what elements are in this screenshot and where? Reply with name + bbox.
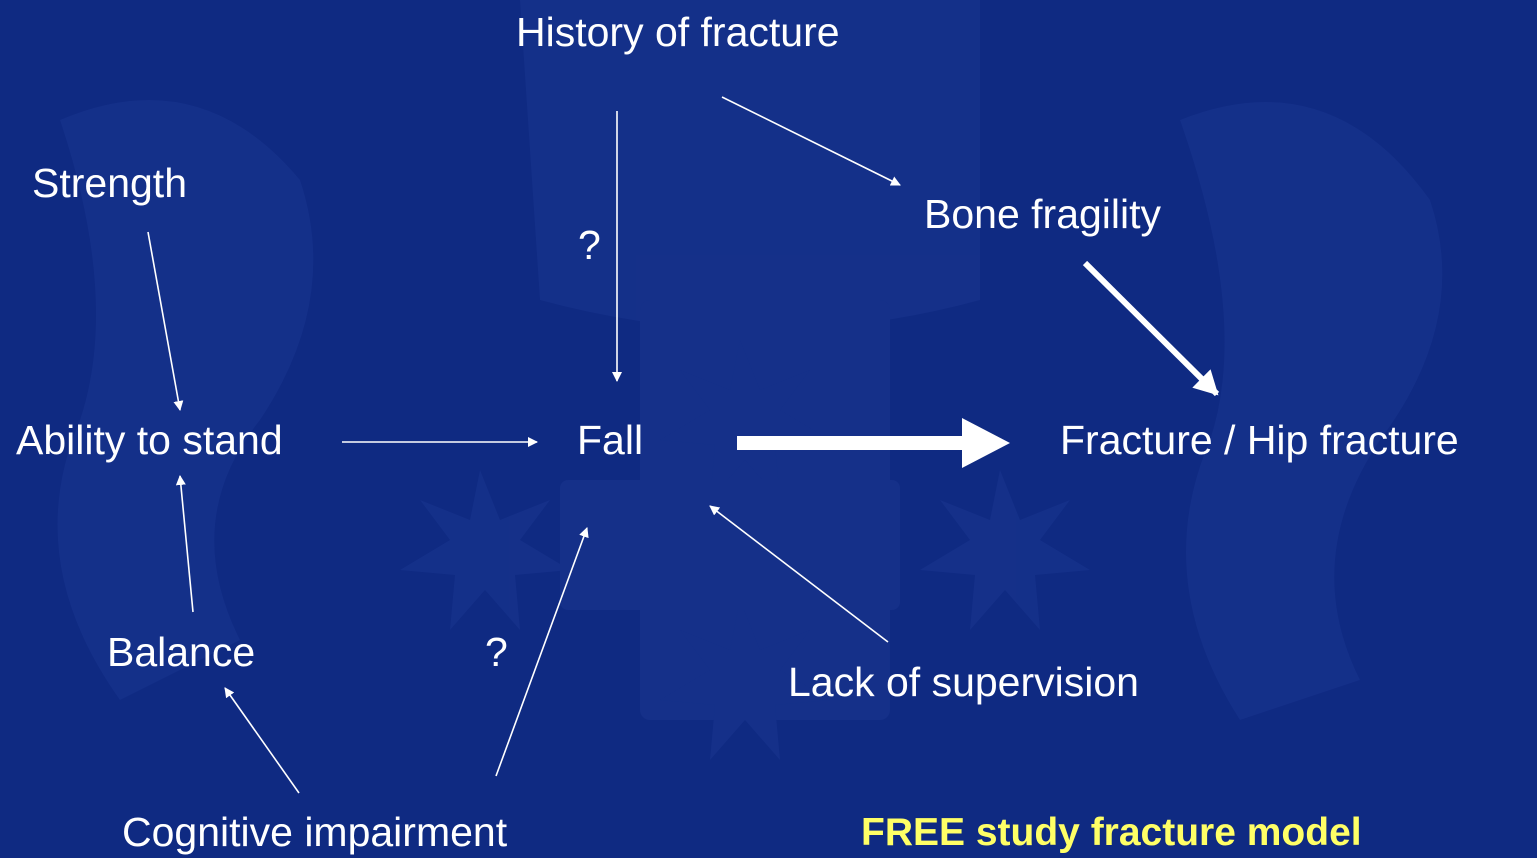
uncertain-mark-cognitive-fall: ? xyxy=(485,632,508,673)
node-bone-fragility: Bone fragility xyxy=(924,194,1161,235)
node-balance: Balance xyxy=(107,632,255,673)
arrow-balance-to-ability xyxy=(180,476,193,612)
node-fall: Fall xyxy=(577,420,643,461)
node-ability-to-stand: Ability to stand xyxy=(16,420,283,461)
node-lack-of-supervision: Lack of supervision xyxy=(788,662,1139,703)
arrow-strength-to-ability xyxy=(148,232,180,410)
arrow-bone-fragility-to-fracture xyxy=(1085,263,1217,394)
arrow-cognitive-to-balance xyxy=(225,688,299,793)
arrow-fall-to-fracture xyxy=(737,418,1010,468)
diagram-caption: FREE study fracture model xyxy=(861,813,1362,852)
node-cognitive-impairment: Cognitive impairment xyxy=(122,812,507,853)
node-strength: Strength xyxy=(32,163,187,204)
arrow-history-to-bone-fragility xyxy=(722,97,900,185)
node-fracture-hip-fracture: Fracture / Hip fracture xyxy=(1060,420,1459,461)
arrow-cognitive-to-fall xyxy=(496,528,587,776)
node-history-of-fracture: History of fracture xyxy=(516,12,840,53)
uncertain-mark-history-fall: ? xyxy=(578,225,601,266)
arrow-supervision-to-fall xyxy=(710,506,888,642)
